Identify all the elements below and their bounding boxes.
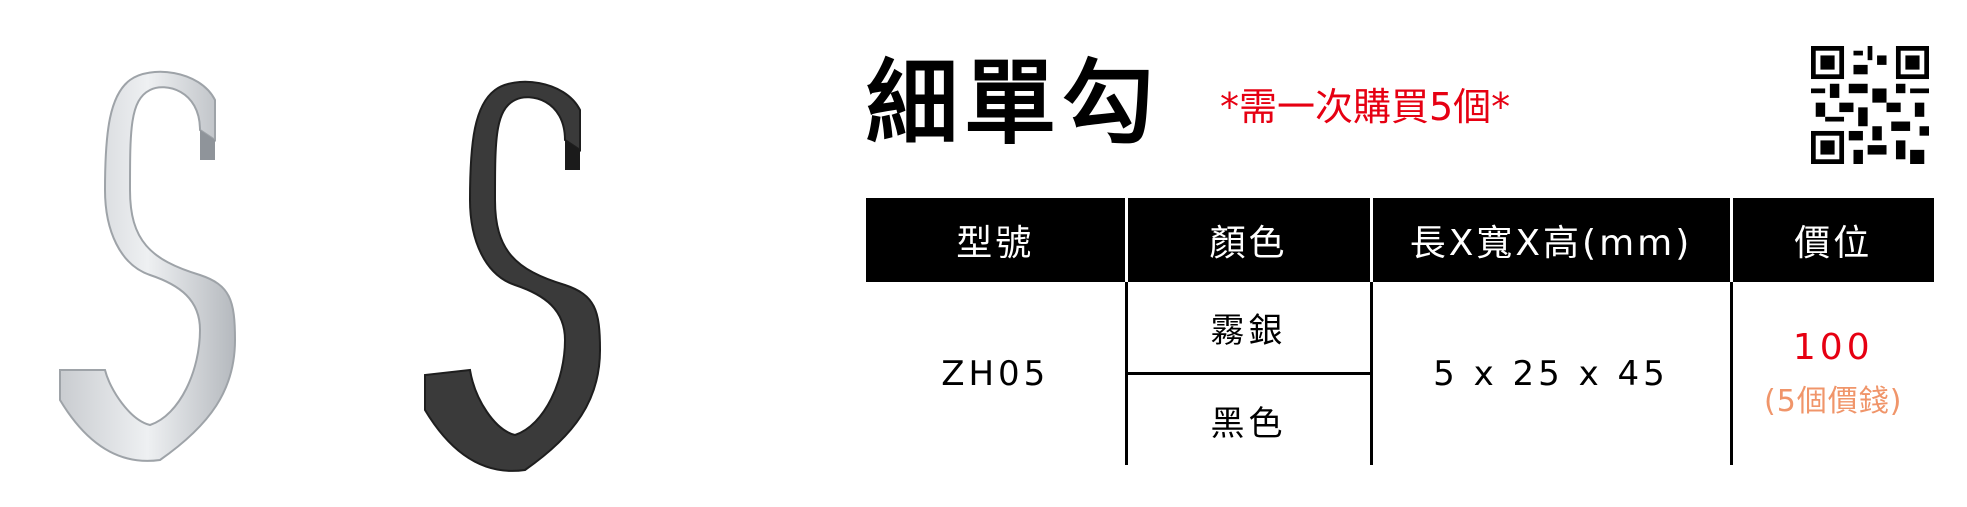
color-cell-black: 黑色 [1124, 373, 1371, 465]
purchase-note: *需一次購買5個* [1220, 85, 1511, 129]
color-cell-silver: 霧銀 [1124, 282, 1371, 375]
qr-code[interactable] [1811, 46, 1929, 164]
header-color: 顏色 [1124, 198, 1371, 282]
table-header-row: 型號 顏色 長X寬X高(mm) 價位 [866, 198, 1934, 282]
header-model: 型號 [866, 198, 1126, 282]
table-row: 黑色 [866, 373, 1934, 465]
model-cell: ZH05 [941, 353, 1050, 394]
dimensions-cell: 5 x 25 x 45 [1369, 282, 1731, 465]
header-price: 價位 [1729, 198, 1934, 282]
table-row: ZH05 霧銀 5 x 25 x 45 100 (5個價錢) [866, 282, 1934, 465]
black-hook-image [424, 80, 602, 472]
price-note: (5個價錢) [1764, 384, 1903, 419]
silver-hook-image [59, 70, 237, 462]
header-dimensions: 長X寬X高(mm) [1369, 198, 1731, 282]
price-cell: 100 (5個價錢) [1729, 282, 1934, 465]
product-title: 細單勾 [866, 50, 1161, 157]
price-value: 100 [1792, 327, 1874, 368]
spec-table: 型號 顏色 長X寬X高(mm) 價位 ZH05 霧銀 5 x 25 x 45 1… [866, 198, 1934, 465]
